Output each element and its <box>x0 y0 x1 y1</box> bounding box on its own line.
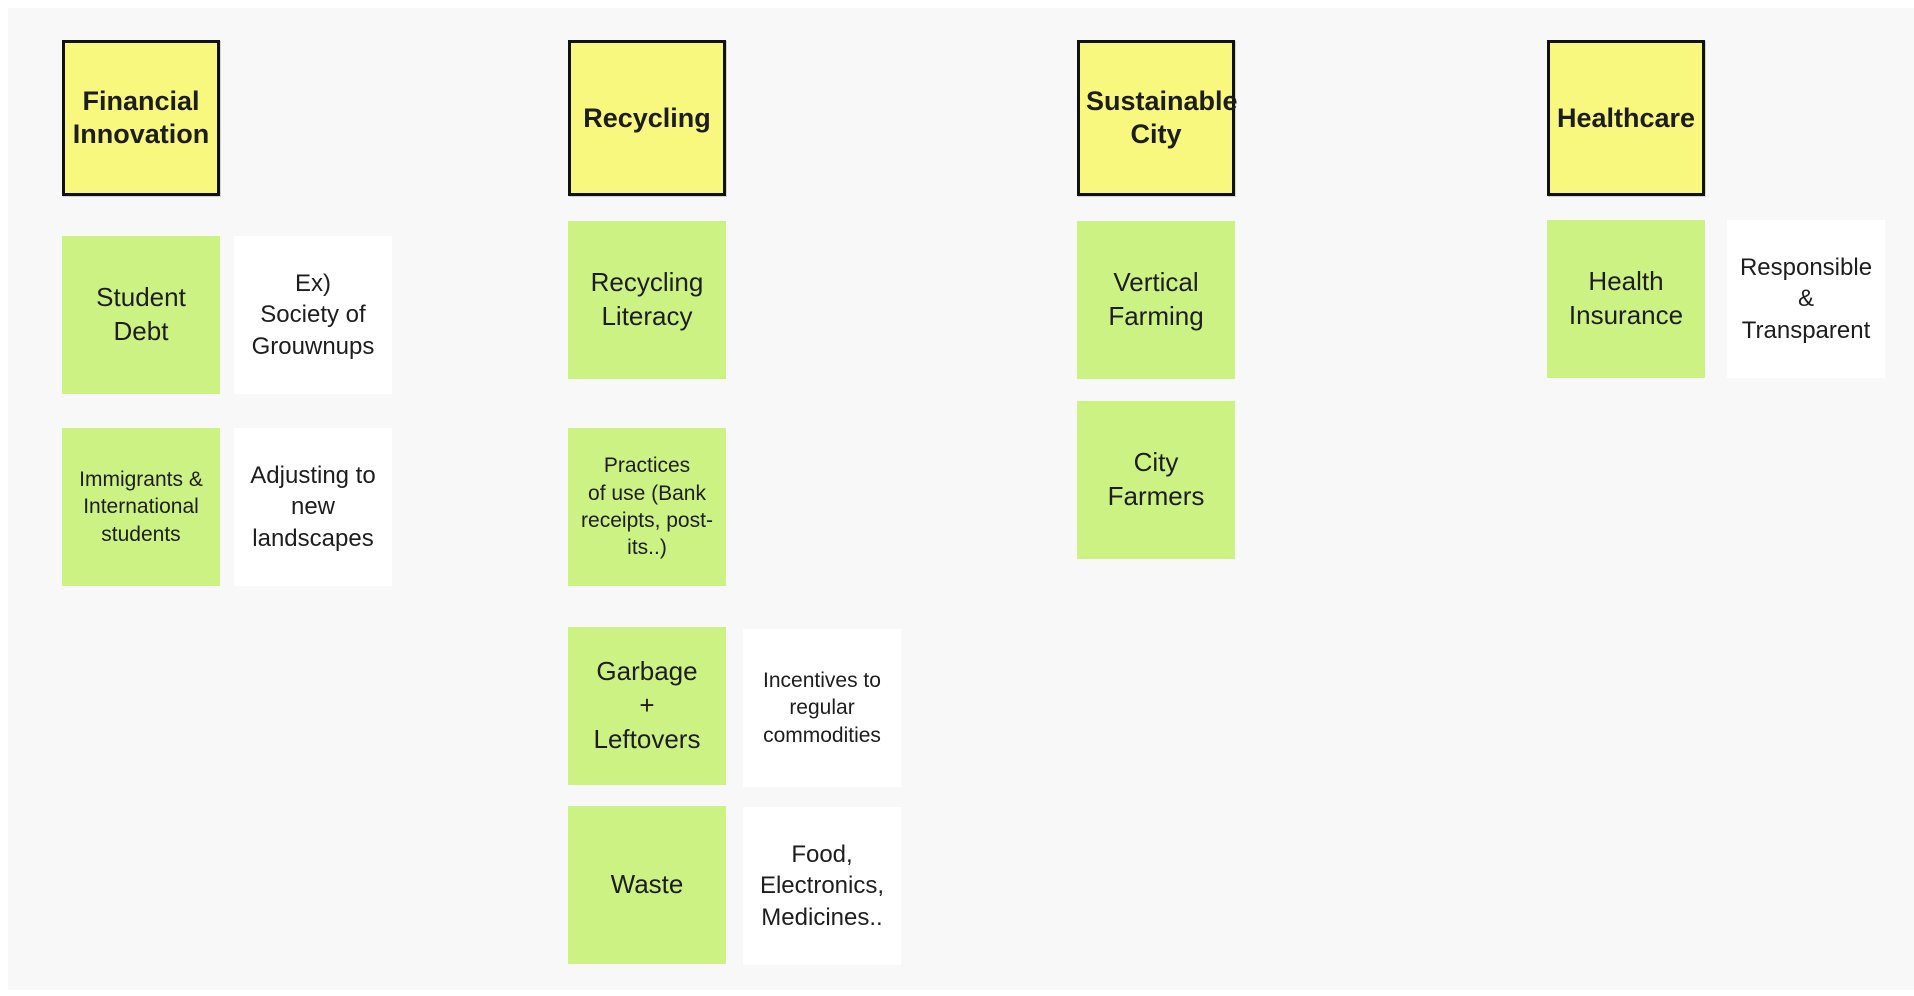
category-header-label: Sustainable City <box>1086 86 1238 149</box>
card-food-electronics-medicines[interactable]: Food, Electronics, Medicines.. <box>743 807 901 965</box>
note-text: Garbage + Leftovers <box>593 656 701 754</box>
category-header-label: Financial Innovation <box>72 86 210 149</box>
category-header-sustainable-city[interactable]: Sustainable City <box>1077 40 1238 196</box>
sticky-recycling-literacy[interactable]: Recycling Literacy <box>568 221 726 379</box>
note-text: Incentives to regular commodities <box>763 669 881 747</box>
board-canvas[interactable]: Financial Innovation Student Debt Ex) So… <box>8 8 1914 990</box>
note-text: Waste <box>610 869 684 900</box>
category-header-label: Recycling <box>583 102 711 133</box>
note-text: Food, Electronics, Medicines.. <box>759 841 885 931</box>
card-adjusting-to-new-landscapes[interactable]: Adjusting to new landscapes <box>234 428 392 586</box>
card-responsible-transparent[interactable]: Responsible & Transparent <box>1727 220 1885 378</box>
note-text: Practices of use (Bank receipts, post- i… <box>581 454 713 560</box>
sticky-garbage-leftovers[interactable]: Garbage + Leftovers <box>568 627 726 785</box>
sticky-vertical-farming[interactable]: Vertical Farming <box>1077 221 1235 379</box>
note-text: Vertical Farming <box>1108 267 1204 331</box>
card-ex-society-of-grouwnups[interactable]: Ex) Society of Grouwnups <box>234 236 392 394</box>
note-text: Adjusting to new landscapes <box>250 462 376 552</box>
sticky-health-insurance[interactable]: Health Insurance <box>1547 220 1705 378</box>
note-text: Recycling Literacy <box>590 267 704 331</box>
note-text: City Farmers <box>1107 447 1205 511</box>
note-text: Ex) Society of Grouwnups <box>251 270 375 360</box>
sticky-city-farmers[interactable]: City Farmers <box>1077 401 1235 559</box>
category-header-recycling[interactable]: Recycling <box>568 40 726 196</box>
sticky-practices-of-use[interactable]: Practices of use (Bank receipts, post- i… <box>568 428 726 586</box>
category-header-financial-innovation[interactable]: Financial Innovation <box>62 40 220 196</box>
sticky-waste[interactable]: Waste <box>568 806 726 964</box>
note-text: Health Insurance <box>1568 266 1684 330</box>
category-header-label: Healthcare <box>1556 102 1696 133</box>
note-text: Responsible & Transparent <box>1739 254 1873 344</box>
sticky-immigrants-international-students[interactable]: Immigrants & International students <box>62 428 220 586</box>
note-text: Student Debt <box>96 282 186 346</box>
sticky-student-debt[interactable]: Student Debt <box>62 236 220 394</box>
category-header-healthcare[interactable]: Healthcare <box>1547 40 1705 196</box>
note-text: Immigrants & International students <box>79 468 203 546</box>
card-incentives-to-regular-commodities[interactable]: Incentives to regular commodities <box>743 629 901 787</box>
